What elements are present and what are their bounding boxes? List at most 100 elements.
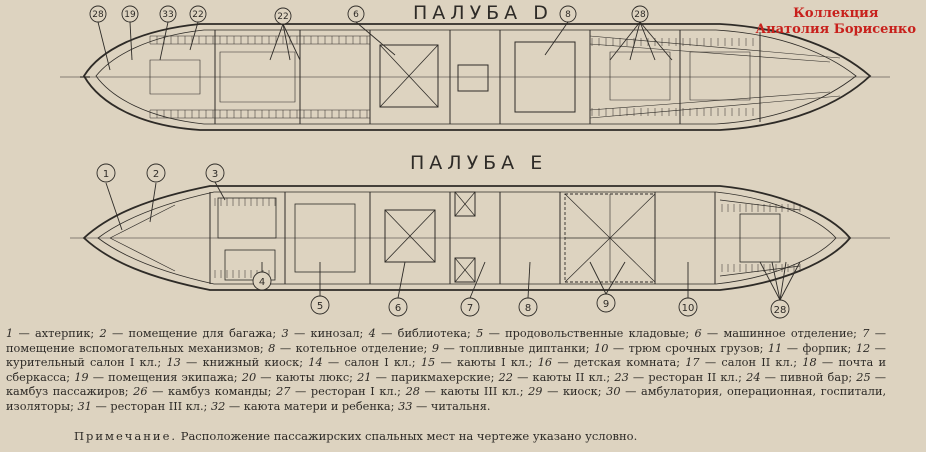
callout-28-fwd-d: 28	[609, 5, 673, 61]
callout-6-e: 6	[388, 261, 408, 317]
legend-item: 1 — ахтерпик;	[6, 327, 94, 340]
callout-33: 33	[159, 5, 177, 61]
deck-e-plan	[70, 185, 890, 291]
legend-item-text: топливные диптанки;	[459, 341, 590, 355]
legend-item-dash: —	[542, 385, 563, 399]
svg-text:1: 1	[103, 169, 109, 180]
legend-item-text: помещения экипажа;	[108, 370, 238, 384]
callout-1: 1	[96, 163, 123, 231]
legend-item: 13 — книжный киоск;	[166, 356, 303, 369]
svg-text:28: 28	[634, 10, 646, 20]
legend-item: 10 — трюм срочных грузов;	[594, 342, 763, 355]
deck-d-inner-hull	[95, 29, 857, 125]
callout-6-d: 6	[347, 5, 396, 56]
legend-item-text: ресторан I кл.;	[310, 385, 401, 399]
svg-text:19: 19	[124, 10, 136, 20]
legend-item: 26 — камбуз команды;	[133, 385, 271, 398]
legend-item: 8 — котельное отделение;	[268, 342, 427, 355]
legend-item-dash: —	[439, 341, 460, 355]
legend-item: 2 — помещение для багажа;	[100, 327, 277, 340]
legend-item-text: пивной бар;	[780, 370, 853, 384]
legend-item-number: 22	[498, 370, 513, 384]
callout-9: 9	[589, 261, 626, 313]
legend-item-dash: —	[419, 385, 441, 399]
legend-item: 11 — форпик;	[768, 342, 851, 355]
legend-item-dash: —	[870, 370, 887, 384]
deck-d-plan	[60, 23, 890, 131]
deck-d-callouts: 28 19 33 22 22 6 8 28	[89, 5, 673, 71]
legend-item-text: курительный салон I кл.;	[6, 356, 162, 370]
legend-item-text: детская комната;	[573, 356, 680, 370]
legend-item-dash: —	[699, 356, 722, 370]
legend-item: 17 — салон II кл.;	[685, 356, 797, 369]
legend-item-dash: —	[371, 370, 392, 384]
svg-text:22: 22	[277, 12, 288, 22]
svg-text:2: 2	[153, 169, 159, 180]
svg-text:7: 7	[467, 303, 473, 314]
svg-text:4: 4	[259, 277, 265, 288]
legend-item-text: форпик;	[802, 341, 852, 355]
deck-e-callouts: 1 2 3 4 5 6 7 8 9 10 28	[96, 163, 801, 319]
deck-d-hull	[82, 23, 872, 131]
legend-item: 29 — киоск;	[528, 385, 601, 398]
legend-item-text: читальня.	[430, 399, 491, 413]
callout-22-a: 22	[189, 5, 207, 51]
legend-item-text: библиотека;	[397, 327, 471, 340]
legend-item: 31 — ресторан III кл.;	[77, 400, 207, 413]
legend-item-text: продовольственные кладовые;	[505, 327, 690, 340]
callout-8-d: 8	[544, 5, 577, 56]
legend-item: 16 — детская комната;	[538, 356, 680, 369]
svg-text:28: 28	[774, 305, 787, 316]
legend-item-text: котельное отделение;	[295, 341, 428, 355]
callout-7: 7	[460, 261, 486, 317]
legend-item-number: 4	[368, 327, 376, 340]
legend-item-dash: —	[412, 399, 431, 413]
legend-item: 33 — читальня.	[398, 400, 490, 413]
legend-item: 24 — пивной бар;	[746, 371, 852, 384]
legend-item-number: 7	[862, 327, 870, 340]
legend-item-number: 13	[166, 356, 181, 370]
legend-item-text: машинное отделение;	[723, 327, 857, 340]
legend-item: 3 — кинозал;	[282, 327, 364, 340]
legend-item-dash: —	[552, 356, 574, 370]
legend-item-dash: —	[322, 356, 345, 370]
legend-item-text: ресторан III кл.;	[110, 399, 208, 413]
legend-item: 19 — помещения экипажа;	[74, 371, 237, 384]
legend-item: 23 — ресторан II кл.;	[614, 371, 742, 384]
legend-item-dash: —	[256, 370, 276, 384]
legend-item-number: 1	[6, 327, 14, 340]
svg-text:10: 10	[682, 303, 695, 314]
legend-item: 9 — топливные диптанки;	[432, 342, 590, 355]
legend-item-dash: —	[435, 356, 458, 370]
deck-e-title: ПАЛУБА E	[410, 152, 548, 174]
legend-item-dash: —	[628, 370, 649, 384]
legend-item-number: 5	[476, 327, 484, 340]
callout-19: 19	[121, 5, 139, 61]
svg-text:8: 8	[565, 10, 571, 20]
svg-text:22: 22	[192, 10, 203, 20]
watermark-line-2: Анатолия Борисенко	[755, 22, 916, 37]
legend-item-text: ахтерпик;	[35, 327, 95, 340]
legend-item-number: 25	[856, 370, 871, 384]
legend-item: 7 — помещение вспомогательных механизмов…	[6, 327, 886, 355]
watermark-line-1: Коллекция	[793, 6, 879, 21]
callout-28-e: 28	[759, 261, 801, 319]
legend-item-dash: —	[620, 385, 642, 399]
deck-d-title: ПАЛУБА D	[413, 2, 553, 24]
legend-item-text: киоск;	[562, 385, 602, 399]
legend-item-number: 27	[276, 385, 291, 399]
legend-item-number: 30	[606, 385, 621, 399]
legend-item-text: камбуз пассажиров;	[6, 385, 129, 399]
note: Примечание. Расположение пассажирских сп…	[74, 429, 637, 443]
legend-item: 12 — курительный салон I кл.;	[6, 342, 886, 370]
legend-item-text: каюты III кл.;	[440, 385, 524, 399]
legend-item-number: 23	[614, 370, 629, 384]
legend-item-number: 3	[281, 327, 289, 340]
callout-2: 2	[146, 163, 166, 223]
legend-item: 27 — ресторан I кл.;	[276, 385, 401, 398]
legend-item-dash: —	[106, 327, 129, 340]
legend-item: 32 — каюта матери и ребенка;	[211, 400, 395, 413]
legend-item-text: каюты II кл.;	[532, 370, 611, 384]
callout-8-e: 8	[518, 261, 538, 317]
legend-item: 22 — каюты II кл.;	[499, 371, 611, 384]
